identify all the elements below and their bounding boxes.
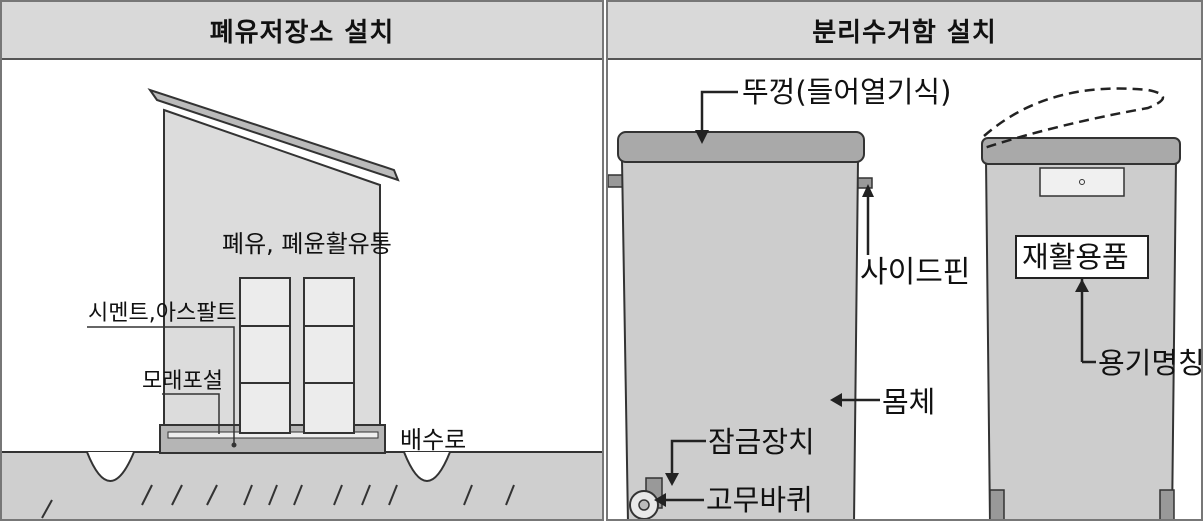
sand-label: 모래포설 — [142, 369, 223, 394]
recycling-bin-title: 분리수거함 설치 — [608, 2, 1201, 60]
drain-ditch-right — [403, 451, 451, 482]
drum-stacks — [239, 277, 355, 434]
arrowheads — [654, 130, 1089, 507]
drums-label: 폐유, 폐윤활유통 — [222, 230, 392, 258]
rubber-wheel-label: 고무바퀴 — [706, 483, 813, 517]
side-pin-label: 사이드핀 — [860, 255, 970, 290]
drain-ditch-left — [86, 451, 135, 482]
waste-oil-storage-diagram: 폐유, 폐윤활유통 시멘트,아스팔트 모래포설 배수로 — [2, 88, 602, 519]
recycling-bin-front — [608, 131, 873, 519]
waste-oil-storage-panel: 폐유저장소 설치 — [0, 0, 604, 521]
drain-label: 배수로 — [400, 426, 466, 454]
label-plate — [1039, 167, 1125, 197]
lock-label: 잠금장치 — [708, 425, 815, 459]
side-pin — [857, 177, 873, 189]
bin-lid — [617, 131, 865, 163]
ground — [2, 451, 602, 519]
recycling-bin-panel: 분리수거함 설치 — [606, 0, 1203, 521]
recyclables-label: 재활용품 — [1022, 240, 1129, 274]
lid-label: 뚜껑(들어열기식) — [742, 75, 951, 109]
roof — [147, 88, 400, 182]
waste-oil-storage-title: 폐유저장소 설치 — [2, 2, 602, 60]
body-label: 몸체 — [882, 385, 935, 419]
storage-building — [147, 88, 400, 454]
recycling-bin-diagram: 뚜껑(들어열기식) 사이드핀 재활용품 용기명칭 몸체 잠금장치 고무바퀴 — [608, 75, 1203, 519]
container-name-label: 용기명칭 — [1098, 346, 1203, 380]
lid-open-outline — [983, 87, 1165, 150]
cement-asphalt-label: 시멘트,아스팔트 — [88, 301, 237, 326]
